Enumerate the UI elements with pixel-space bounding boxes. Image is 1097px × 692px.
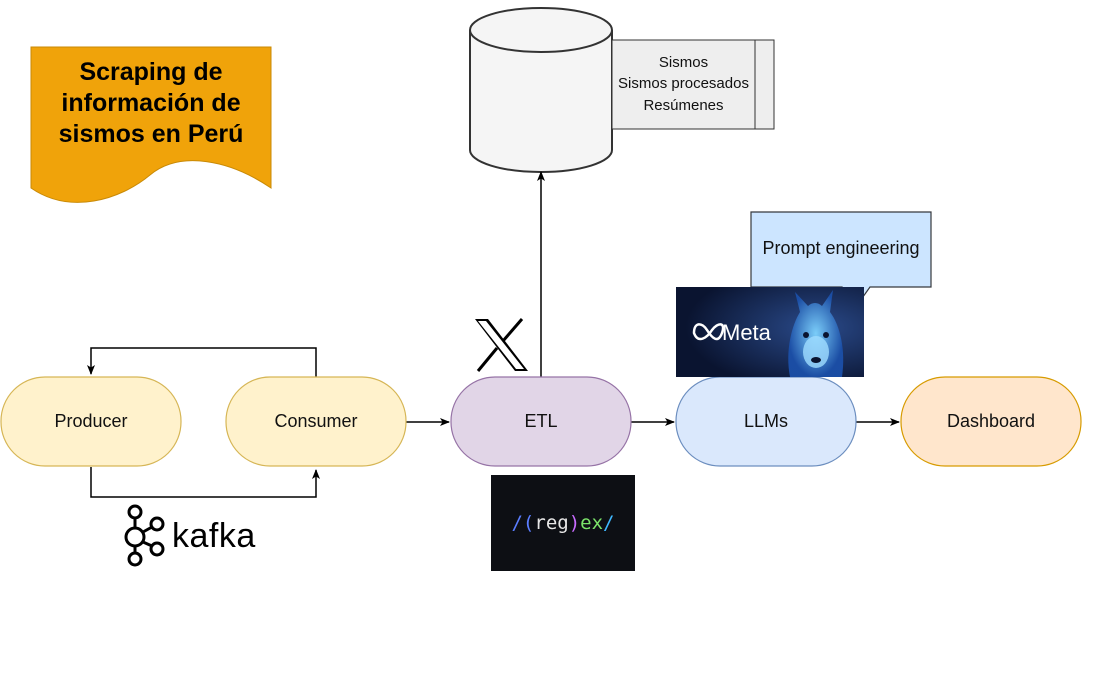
title-line-2: información de (61, 88, 241, 117)
regex-close: ) (568, 512, 581, 534)
regex-logo (491, 475, 635, 571)
kafka-logo-icon (124, 504, 165, 567)
node-etl-label: ETL (524, 411, 558, 431)
db-table-resumenes: Resúmenes (643, 97, 724, 114)
node-consumer (225, 376, 407, 467)
regex-open: /( (511, 512, 535, 534)
meta-infinity-icon (692, 323, 725, 341)
meta-llama-image (676, 287, 864, 377)
node-producer-label: Producer (54, 411, 128, 431)
database-tables-box (611, 39, 775, 130)
meta-wordmark: Meta (722, 320, 771, 345)
regex-end: / (603, 512, 615, 534)
title-line-3: sismos en Perú (58, 119, 244, 148)
title-line-1: Scraping de (79, 57, 223, 86)
regex-wordmark: /(reg)ex/ (491, 508, 635, 538)
db-table-sismos: Sismos (658, 54, 709, 71)
node-llms-label: LLMs (743, 411, 788, 431)
node-dashboard-label: Dashboard (946, 411, 1036, 431)
arrow-producer-to-consumer (90, 467, 320, 498)
arrow-consumer-to-producer (87, 347, 317, 377)
x-logo-icon (475, 318, 528, 372)
kafka-wordmark: kafka (172, 516, 256, 555)
regex-ex: ex (580, 512, 604, 534)
db-table-sismos-procesados: Sismos procesados (618, 75, 749, 92)
node-producer (0, 376, 182, 467)
regex-reg: reg (534, 512, 569, 534)
node-dashboard (900, 376, 1082, 467)
database-cylinder (469, 7, 613, 173)
node-consumer-label: Consumer (274, 411, 358, 431)
node-etl (450, 376, 632, 467)
title-banner (30, 46, 272, 203)
llama-icon (788, 290, 844, 377)
title-text: Scraping de información de sismos en Per… (31, 55, 271, 151)
callout-text: Prompt engineering (762, 237, 920, 258)
